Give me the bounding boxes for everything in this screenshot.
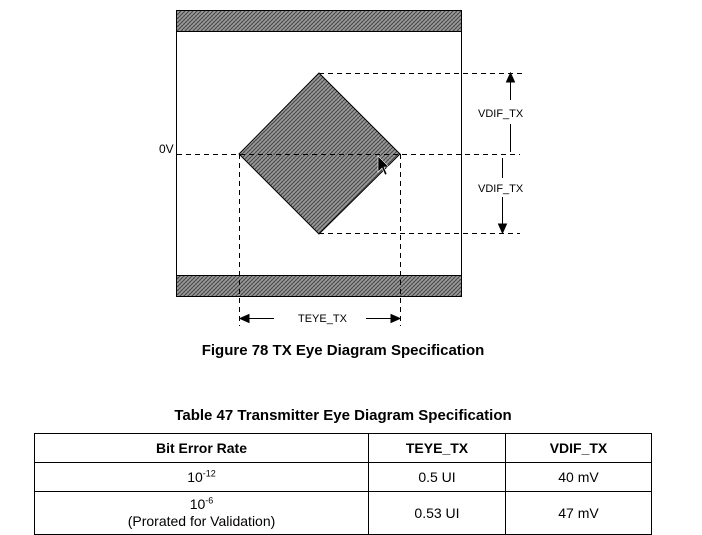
table-caption: Table 47 Transmitter Eye Diagram Specifi… <box>174 407 512 424</box>
ber-note: (Prorated for Validation) <box>127 513 276 529</box>
table-header-row: Bit Error Rate TEYE_TX VDIF_TX <box>34 433 652 463</box>
ber-base: 10 <box>189 496 206 512</box>
header-teye-tx: TEYE_TX <box>368 433 506 463</box>
diagram-frame <box>176 10 462 297</box>
ber-exponent: -12 <box>202 468 216 479</box>
vdif-cell: 40 mV <box>505 462 652 492</box>
teye-cell: 0.53 UI <box>368 491 506 535</box>
cursor-arrow-icon <box>377 155 390 176</box>
table-row: 10-12 0.5 UI 40 mV <box>34 462 652 492</box>
top-band <box>177 11 461 31</box>
vdif-top-label: VDIF_TX <box>478 108 524 120</box>
ber-base: 10 <box>187 469 203 485</box>
vdif-cell: 47 mV <box>505 491 652 535</box>
teye-label: TEYE_TX <box>298 313 348 325</box>
vdif-bottom-down-arrow-icon <box>497 223 508 235</box>
figure-caption: Figure 78 TX Eye Diagram Specification <box>201 342 485 359</box>
teye-left-arrow-icon <box>238 313 250 324</box>
zero-volt-label: 0V <box>159 142 174 156</box>
vdif-top-up-arrow-icon <box>505 71 516 83</box>
bottom-band <box>177 276 461 296</box>
eye-diagram: 0V VDIF_TX VDIF_TX TEYE_TX <box>159 10 525 326</box>
teye-right-arrow-icon <box>390 313 402 324</box>
ber-exponent: -6 <box>205 495 214 506</box>
table-row: 10-6 (Prorated for Validation) 0.53 UI 4… <box>34 491 652 535</box>
header-bit-error-rate: Bit Error Rate <box>34 433 369 463</box>
ber-cell: 10-12 <box>34 462 369 492</box>
spec-table: Bit Error Rate TEYE_TX VDIF_TX 10-12 0.5… <box>34 433 652 535</box>
teye-cell: 0.5 UI <box>368 462 506 492</box>
eye-mask-diamond <box>238 72 401 235</box>
header-vdif-tx: VDIF_TX <box>505 433 652 463</box>
ber-cell: 10-6 (Prorated for Validation) <box>34 491 369 535</box>
vdif-bottom-label: VDIF_TX <box>478 183 524 195</box>
